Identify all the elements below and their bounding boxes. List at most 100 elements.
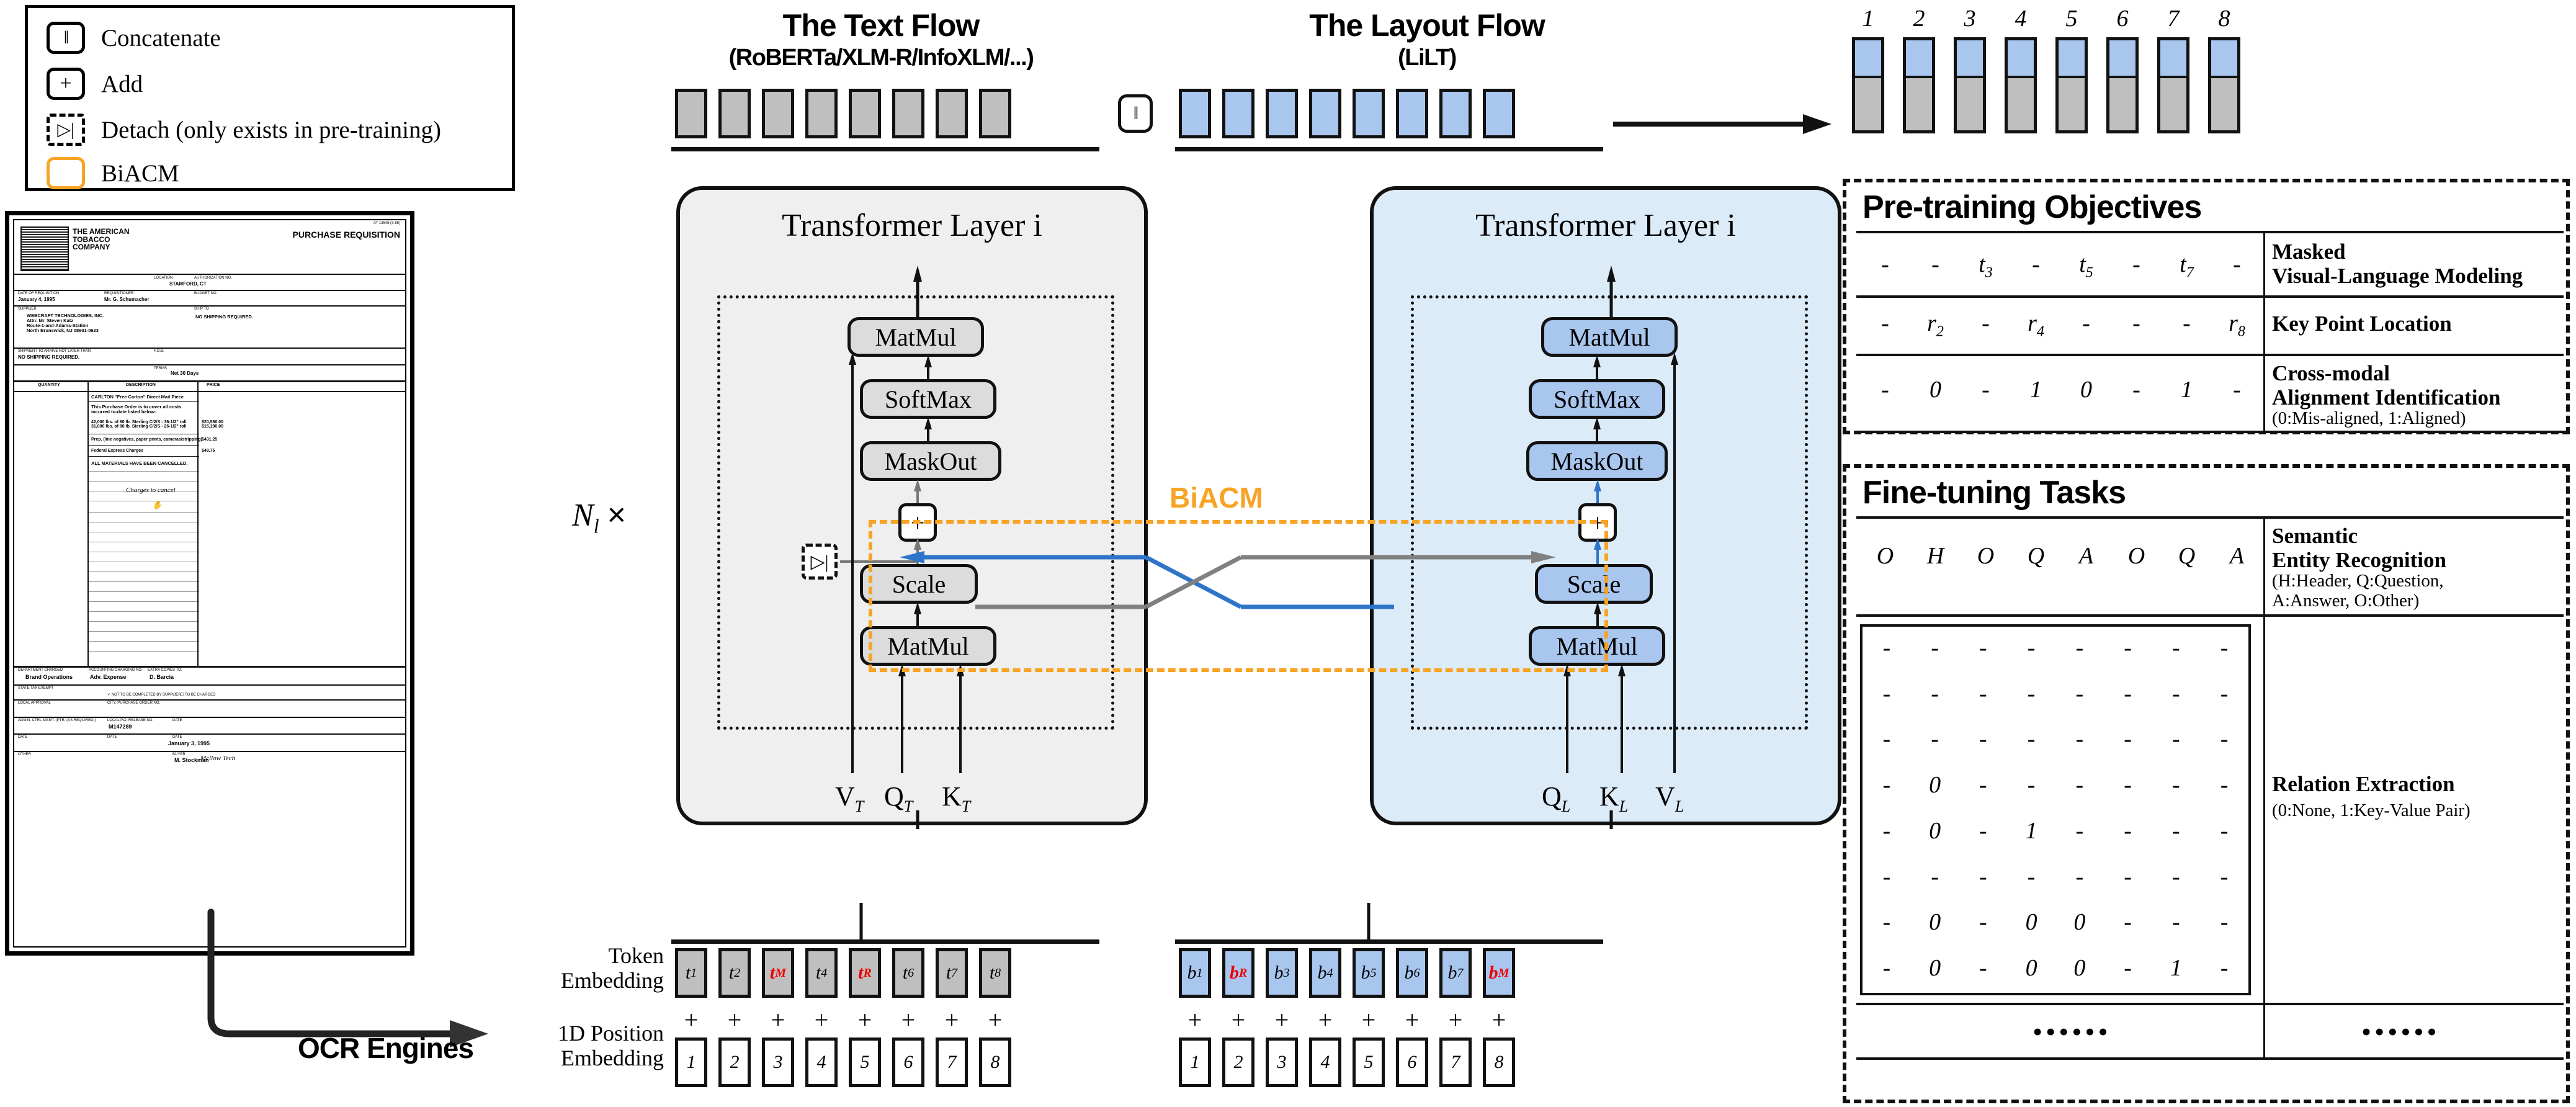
position-cell: 7 [936,1038,968,1087]
legend-label-concatenate: Concatenate [101,24,221,52]
legend-item-biacm: BiACM [47,157,179,189]
plus-sign: + [814,1006,829,1034]
re-cell: - [2172,863,2180,890]
ser-cell: O [1876,543,1894,569]
output-bar-index: 1 [1862,6,1874,32]
text-flow-subtitle: (RoBERTa/XLM-R/InfoXLM/...) [728,45,1034,71]
position-cell: 4 [805,1038,838,1087]
output-bar [2055,37,2088,133]
document-date-value: January 4, 1995 [18,297,55,302]
re-cell: - [2172,634,2180,661]
re-cell: - [2220,817,2229,844]
pretraining-cell: - [1931,251,1939,277]
re-cell: 0 [1929,772,1941,799]
document-shipto-value: NO SHIPPING REQUIRED. [195,314,253,320]
output-bar-index: 5 [2065,6,2078,32]
re-cell: - [1979,634,1987,661]
plus-sign: + [988,1006,1003,1034]
output-bar-layout-part [1855,40,1881,78]
layout-plus-row: ++++++++ [1179,1005,1526,1034]
re-cell: - [2124,955,2132,982]
re-note: (0:None, 1:Key-Value Pair) [2272,800,2471,820]
layout-panel-wires [1563,266,1678,829]
legend-label-detach: Detach (only exists in pre-training) [101,116,441,143]
position-cell: 5 [849,1038,881,1087]
re-cell: - [2075,680,2084,707]
document-footer-date-value: January 3, 1995 [168,740,210,746]
re-cell: 0 [2073,909,2086,936]
re-cell: - [1931,726,1939,753]
re-cell: - [2124,863,2132,890]
position-cell: 3 [762,1038,794,1087]
re-cell: - [2124,909,2132,936]
pretraining-cell: - [1881,377,1889,403]
text-attention-dashed-box [717,295,1114,730]
pretraining-cell: t7 [2180,251,2194,281]
layout-flow-title: The Layout Flow [1309,8,1545,43]
document-location-value: STAMFORD, CT [169,281,207,287]
output-bar-text-part [2160,78,2186,130]
output-token-cell [675,89,707,138]
token-embedding-label: Token Embedding [561,943,664,993]
layout-matmul-top: MatMul [1541,317,1678,357]
layout-softmax: SoftMax [1529,379,1665,419]
re-cell: - [2124,634,2132,661]
re-cell: - [2124,817,2132,844]
re-cell: - [1931,634,1939,661]
ser-cell: H [1926,543,1944,569]
re-cell: - [2075,772,2084,799]
ser-cell: Q [2027,543,2045,569]
output-bar-index: 8 [2218,6,2230,32]
re-cell: - [2027,680,2036,707]
re-matrix-box: -------------------------0-------0-1----… [1860,624,2251,995]
output-token-cell [805,89,838,138]
text-plus-row: ++++++++ [675,1005,1022,1034]
output-bar-index: 3 [1964,6,1976,32]
layout-attention-dashed-box [1411,295,1808,730]
plus-sign: + [1231,1006,1246,1034]
re-cell: - [1882,909,1891,936]
text-panel-wires [840,266,964,829]
text-maskout: MaskOut [860,441,1001,481]
pretraining-cell: r4 [2028,310,2044,340]
layout-scale: Scale [1535,564,1653,604]
document-doc-no: AT 13548 (3-85) [373,222,400,225]
output-token-cell [762,89,794,138]
text-transformer-panel: Transformer Layer i MatMul SoftMax MaskO… [676,186,1148,829]
output-token-cell [718,89,751,138]
document-handwriting: Charges to cancel [126,486,176,494]
layout-input-riser [1367,903,1371,941]
plus-sign: + [727,1006,742,1034]
output-token-cell [1439,89,1472,138]
text-output-token-strip [675,89,1022,138]
ser-cell: A [2229,543,2245,569]
text-output-underbar [671,147,1099,151]
document-terms-value: Net 30 Days [171,370,199,376]
re-cell: - [1882,955,1891,982]
output-token-cell [1179,89,1211,138]
re-cell: - [1882,772,1891,799]
pretraining-row-2-note: (0:Mis-aligned, 1:Aligned) [2272,408,2466,428]
output-token-cell [1266,89,1298,138]
re-label: Relation Extraction [2272,772,2455,796]
plus-sign: + [1448,1006,1463,1034]
ser-cell: O [2127,543,2145,569]
output-token-cell [892,89,924,138]
pretraining-cell: 1 [2181,377,2193,403]
re-cell: - [2220,955,2229,982]
layout-matmul-bottom: MatMul [1529,626,1665,666]
output-bar-text-part [2008,78,2034,130]
legend-item-concatenate: ‖ Concatenate [47,22,221,54]
pretraining-title: Pre-training Objectives [1863,189,2202,225]
text-input-underbar [671,939,1099,944]
ser-cell: Q [2178,543,2196,569]
ellipsis-right: •••••• [2361,1016,2440,1047]
ser-label: Semantic Entity Recognition [2272,524,2446,573]
